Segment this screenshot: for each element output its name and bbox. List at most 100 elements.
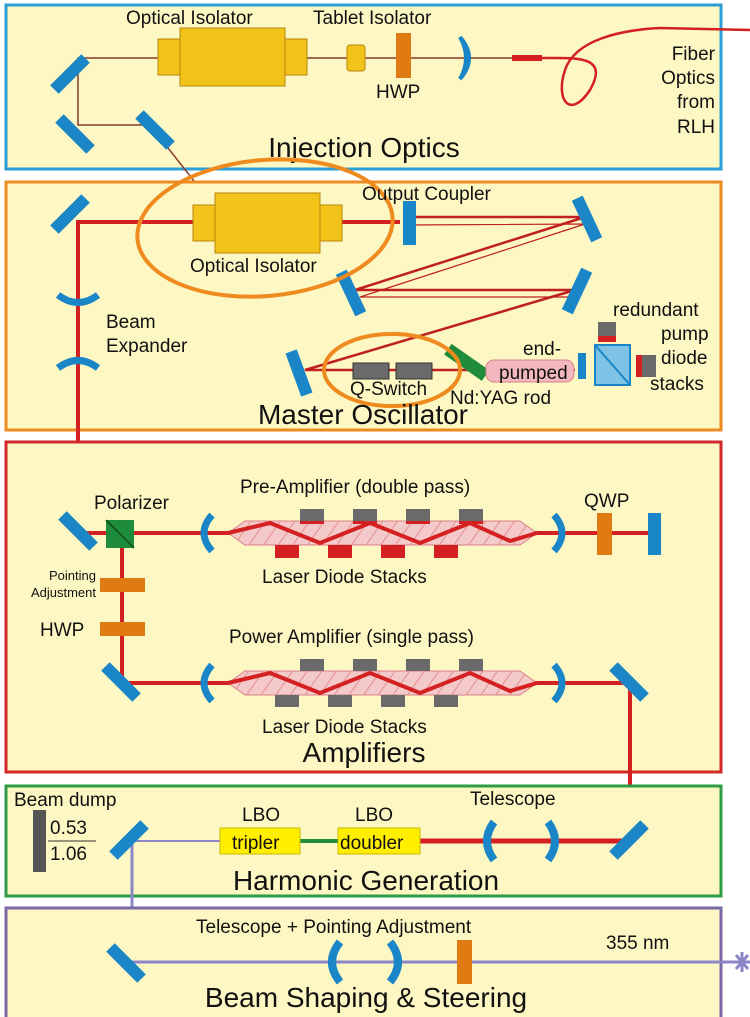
pump-diode-icon xyxy=(642,355,656,377)
amplifiers-title: Amplifiers xyxy=(303,737,426,768)
laser-diode-icon xyxy=(406,509,430,521)
tripler-label: tripler xyxy=(232,833,280,854)
fiber-optic-cable xyxy=(512,26,750,106)
output-coupler-label: Output Coupler xyxy=(362,184,492,205)
lens-icon xyxy=(386,939,402,985)
fiber-label-4: RLH xyxy=(677,117,715,138)
mirror-icon xyxy=(50,194,90,234)
mirror-icon xyxy=(58,511,98,551)
qwp-label: QWP xyxy=(584,491,629,512)
pointing-label-2: Adjustment xyxy=(31,585,96,600)
laser-diode-icon xyxy=(434,695,458,707)
beam-expander-label-1: Beam xyxy=(106,312,156,333)
nd-yag-rod-icon xyxy=(485,359,575,383)
telescope-lens-icon xyxy=(544,819,559,863)
pointing-adjustment-2-icon xyxy=(457,940,472,984)
laser-diode-icon xyxy=(406,659,430,671)
power-amp-label: Power Amplifier (single pass) xyxy=(229,627,474,648)
lens-icon xyxy=(551,662,566,704)
mirror-icon xyxy=(561,267,593,315)
master-oscillator-panel: Output Coupler Optical Isolator Beam Exp… xyxy=(4,157,723,523)
fiber-label-3: from xyxy=(677,92,715,113)
laser-diode-icon xyxy=(459,659,483,671)
hwp-2-label: HWP xyxy=(40,620,84,641)
wavelength-106-label: 1.06 xyxy=(50,844,87,865)
lens-icon xyxy=(328,939,344,985)
output-star-icon xyxy=(734,952,750,972)
nd-yag-rod-label: Nd:YAG rod xyxy=(450,388,551,409)
laser-diode-icon xyxy=(353,659,377,671)
harmonic-generation-title: Harmonic Generation xyxy=(233,865,499,896)
pointing-adjustment-icon xyxy=(100,578,145,592)
pre-amplifier-slab xyxy=(227,509,538,558)
beam-shaping-panel: Telescope + Pointing Adjustment 355 nm B… xyxy=(4,906,750,1017)
power-amplifier-slab xyxy=(227,659,538,707)
lbo-2-label: LBO xyxy=(355,805,393,826)
laser-diode-icon xyxy=(459,509,483,521)
q-switch-label: Q-Switch xyxy=(350,379,427,400)
polarizer-element-icon xyxy=(444,343,490,381)
amplifiers-panel: Polarizer Pre-Amplifier (double pass) QW… xyxy=(4,440,723,843)
mirror-icon xyxy=(101,662,141,702)
mirror-icon xyxy=(135,110,175,150)
telescope-pointing-label: Telescope + Pointing Adjustment xyxy=(196,917,472,938)
qwp-icon xyxy=(597,513,612,555)
mirror-icon xyxy=(609,820,649,860)
redundant-label-2: pump xyxy=(661,324,709,345)
mirror-icon xyxy=(50,54,90,94)
laser-diode-icon xyxy=(275,545,299,548)
fiber-label-1: Fiber xyxy=(672,44,716,65)
highlight-ellipse xyxy=(135,157,395,299)
laser-diode-stacks-label-1: Laser Diode Stacks xyxy=(262,567,427,588)
mirror-icon xyxy=(109,820,149,860)
lens-icon xyxy=(551,512,566,554)
laser-diode-icon xyxy=(275,695,299,707)
injection-optics-title: Injection Optics xyxy=(268,132,459,163)
hwp-icon xyxy=(396,33,411,78)
mirror-icon xyxy=(335,269,367,317)
doubler-crystal-icon xyxy=(337,827,421,855)
beam-dump-icon xyxy=(33,810,46,872)
mirror-icon xyxy=(55,114,95,154)
harmonic-generation-panel: Beam dump 0.53 1.06 LBO tripler LBO doub… xyxy=(4,784,740,964)
laser-diode-icon xyxy=(381,545,405,558)
pump-diode-icon xyxy=(598,322,616,336)
redundant-label-3: diode xyxy=(661,348,708,369)
highlight-ellipse xyxy=(322,332,462,408)
mirror-icon xyxy=(609,662,649,702)
fiber-label-2: Optics xyxy=(661,68,715,89)
tripler-crystal-icon xyxy=(219,827,301,855)
laser-diode-icon xyxy=(434,545,458,558)
optical-isolator-icon xyxy=(157,27,308,87)
output-wavelength-label: 355 nm xyxy=(606,933,669,954)
end-pumped-label-2: pumped xyxy=(499,363,568,384)
laser-diode-icon xyxy=(328,545,352,558)
q-switch-icon xyxy=(395,362,433,380)
q-switch-icon xyxy=(352,362,390,380)
lens-icon xyxy=(458,35,471,81)
laser-diode-icon xyxy=(381,695,405,707)
tablet-isolator-icon xyxy=(346,44,366,72)
telescope-label: Telescope xyxy=(470,789,556,810)
optical-isolator-2-label: Optical Isolator xyxy=(190,256,317,277)
beam-expander-label-2: Expander xyxy=(106,336,188,357)
redundant-label-4: stacks xyxy=(650,374,704,395)
tablet-isolator-label: Tablet Isolator xyxy=(313,8,432,29)
lens-icon xyxy=(200,662,215,704)
laser-diode-icon xyxy=(328,695,352,707)
hwp-2-icon xyxy=(100,622,145,636)
end-mirror-icon xyxy=(648,513,661,555)
lens-icon xyxy=(200,512,215,554)
fiber-connector xyxy=(512,55,542,61)
laser-diode-icon xyxy=(300,659,324,671)
hwp-label: HWP xyxy=(376,82,420,103)
beam-expander-lens-icon xyxy=(55,357,101,371)
doubler-label: doubler xyxy=(340,833,404,854)
laser-diode-icon xyxy=(300,509,324,521)
cavity-beam-path xyxy=(304,215,586,372)
master-oscillator-title: Master Oscillator xyxy=(258,399,468,430)
mirror-icon xyxy=(106,943,146,983)
injection-optics-panel: Optical Isolator Tablet Isolator HWP Fib… xyxy=(4,3,750,210)
mirror-icon xyxy=(285,349,313,397)
